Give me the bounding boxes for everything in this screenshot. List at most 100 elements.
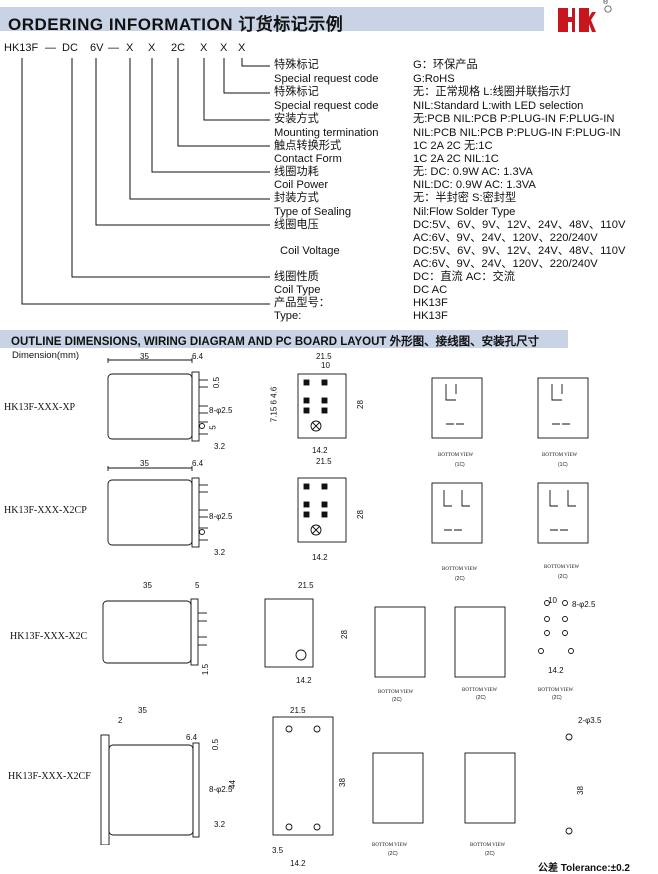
option-label: 产品型号： [274, 297, 330, 309]
dim-2: 2 [118, 716, 123, 725]
dim-35: 35 [140, 459, 149, 468]
wiring-diagrams [431, 377, 589, 544]
model-label: HK13F-XXX-X2C [10, 631, 88, 642]
option-value: NIL:DC: 0.9W AC: 1.3VA [413, 179, 536, 191]
option-label: Special request code [274, 73, 379, 85]
contact-form-label: (2C) [455, 576, 465, 582]
option-value: NIL:PCB NIL:PCB P:PLUG-IN F:PLUG-IN [413, 127, 621, 139]
contact-form-label: (2C) [476, 695, 486, 701]
option-value: G：环保产品 [413, 59, 478, 71]
dim-14-2: 14.2 [296, 676, 312, 685]
dim-21-5: 21.5 [316, 352, 332, 361]
dim-38: 38 [337, 778, 347, 787]
code-part: X [220, 42, 228, 54]
dim-28: 28 [355, 510, 365, 519]
dim-pin-spacing: 7.15 6 4.6 [269, 386, 279, 423]
dim-28: 28 [339, 630, 349, 639]
option-label: 线圈性质 [274, 271, 319, 283]
option-label: Type of Sealing [274, 206, 352, 218]
top-view-drawings [297, 373, 347, 543]
bottom-view-label: BOTTOM VIEW [438, 453, 474, 458]
dim-5: 5 [208, 425, 218, 430]
code-part: 2C [171, 42, 186, 54]
tolerance-note: 公差 Tolerance:±0.2 [538, 863, 630, 874]
bottom-view-label: BOTTOM VIEW [442, 567, 478, 572]
outline-title: OUTLINE DIMENSIONS, WIRING DIAGRAM AND P… [11, 336, 540, 348]
option-value: HK13F [413, 297, 448, 309]
row3-drawings [102, 598, 574, 678]
contact-form-label: (2C) [558, 574, 568, 580]
dim-10: 10 [548, 596, 557, 605]
code-part: DC [62, 42, 78, 54]
option-value: DC:5V、6V、9V、12V、24V、48V、110V [413, 245, 626, 257]
dim-6-4: 6.4 [192, 459, 204, 468]
option-value: AC:6V、9V、24V、120V、220/240V [413, 232, 598, 244]
option-value: 无: DC: 0.9W AC: 1.3VA [413, 166, 533, 178]
dim-21-5: 21.5 [290, 706, 306, 715]
option-value: 无：正常规格 L:线圈并联指示灯 [413, 86, 571, 98]
dim-5: 5 [195, 581, 200, 590]
side-view-drawings [107, 358, 208, 548]
option-label: 封装方式 [274, 192, 319, 204]
dim-10: 10 [321, 361, 330, 370]
bottom-view-label: BOTTOM VIEW [538, 688, 574, 693]
model-label: HK13F-XXX-X2CF [8, 771, 91, 782]
dim-3-2: 3.2 [214, 820, 226, 829]
dimension-unit: Dimension(mm) [12, 350, 80, 361]
dim-6-4: 6.4 [192, 352, 204, 361]
option-label: 特殊标记 [274, 59, 319, 71]
mount-hole: 2-φ3.5 [578, 716, 602, 725]
bottom-view-label: BOTTOM VIEW [544, 565, 580, 570]
dim-0-5: 0.5 [212, 376, 222, 389]
option-value: DC AC [413, 284, 448, 296]
code-part: X [126, 42, 134, 54]
option-label: Type: [274, 310, 302, 322]
option-label: 线圈电压 [274, 219, 319, 231]
dim-0-5: 0.5 [211, 738, 221, 751]
dim-35: 35 [138, 706, 147, 715]
dim-14-2: 14.2 [290, 859, 306, 868]
header-bar [0, 7, 544, 31]
dim-14-2: 14.2 [548, 666, 564, 675]
dim-pin-holes: 8-φ2.5 [209, 406, 233, 415]
code-part: — [45, 42, 56, 54]
dim-28: 28 [355, 400, 365, 409]
contact-form-label: (2C) [392, 697, 402, 703]
registered-mark: ® [603, 0, 609, 6]
option-label: Mounting termination [274, 127, 379, 139]
bottom-view-label: BOTTOM VIEW [372, 843, 408, 848]
dim-44: 44 [227, 780, 237, 789]
option-value: DC：直流 AC：交流 [413, 271, 515, 283]
option-value: HK13F [413, 310, 448, 322]
dim-21-5: 21.5 [316, 457, 332, 466]
dim-38: 38 [575, 786, 585, 795]
contact-form-label: (1C) [455, 462, 465, 468]
dim-6-4: 6.4 [186, 733, 198, 742]
dim-21-5: 21.5 [298, 581, 314, 590]
dim-pin-holes: 8-φ2.5 [209, 785, 233, 794]
dim-1-5: 1.5 [201, 663, 211, 676]
dim-3-2: 3.2 [214, 442, 226, 451]
bottom-view-label: BOTTOM VIEW [470, 843, 506, 848]
dim-35: 35 [140, 352, 149, 361]
row4-drawings [100, 716, 573, 845]
code-part: X [200, 42, 208, 54]
option-value: 1C 2A 2C 无:1C [413, 140, 493, 152]
code-part: — [108, 42, 119, 54]
option-label: 特殊标记 [274, 86, 319, 98]
dim-3-5: 3.5 [272, 846, 284, 855]
option-label: 触点转换形式 [274, 140, 342, 152]
contact-form-label: (2C) [552, 695, 562, 701]
option-value: DC:5V、6V、9V、12V、24V、48V、110V [413, 219, 626, 231]
code-part: HK13F [4, 42, 39, 54]
outline-header-bar [0, 330, 568, 348]
model-label: HK13F-XXX-XP [4, 402, 76, 413]
option-value: AC:6V、9V、24V、120V、220/240V [413, 258, 598, 270]
bottom-view-label: BOTTOM VIEW [462, 688, 498, 693]
code-part: 6V [90, 42, 104, 54]
dim-3-2: 3.2 [214, 548, 226, 557]
dim-14-2: 14.2 [312, 446, 328, 455]
pcb-holes: 8-φ2.5 [572, 600, 596, 609]
option-value: NIL:Standard L:with LED selection [413, 100, 584, 112]
code-part: X [238, 42, 246, 54]
